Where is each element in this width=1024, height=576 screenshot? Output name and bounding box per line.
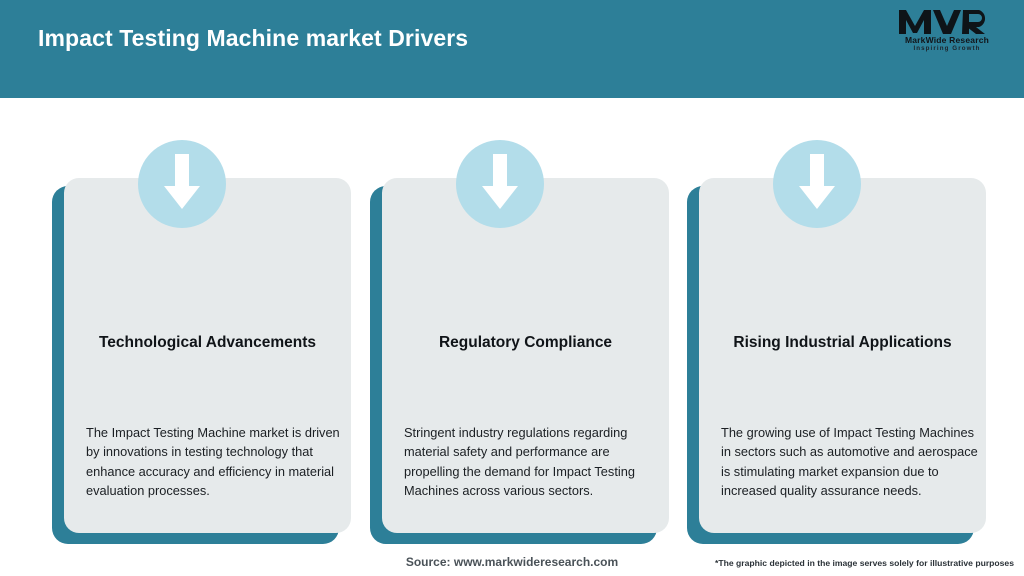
card-panel — [699, 178, 986, 533]
driver-card[interactable]: Technological Advancements The Impact Te… — [38, 98, 356, 548]
driver-card[interactable]: Rising Industrial Applications The growi… — [673, 98, 991, 548]
logo-mark-icon — [888, 9, 1006, 35]
arrow-down-icon — [773, 140, 861, 228]
header-band — [0, 0, 1024, 98]
card-panel — [64, 178, 351, 533]
page-title: Impact Testing Machine market Drivers — [38, 25, 469, 51]
card-body-text: The growing use of Impact Testing Machin… — [721, 425, 978, 498]
logo-company-name: MarkWide Research — [904, 35, 990, 45]
arrow-down-icon — [456, 140, 544, 228]
source-label: Source: www.markwideresearch.com — [405, 555, 619, 569]
card-title: Rising Industrial Applications — [733, 334, 952, 351]
card-body-text: The Impact Testing Machine market is dri… — [86, 425, 340, 498]
driver-card[interactable]: Regulatory Compliance Stringent industry… — [356, 98, 674, 548]
card-body-text: Stringent industry regulations regarding… — [404, 425, 635, 498]
logo-tagline: Inspiring Growth — [913, 45, 981, 52]
card-title: Regulatory Compliance — [438, 334, 613, 351]
disclaimer-label: *The graphic depicted in the image serve… — [715, 558, 1014, 568]
arrow-down-icon — [138, 140, 226, 228]
driver-cards-container: Technological Advancements The Impact Te… — [0, 98, 1024, 548]
card-title: Technological Advancements — [98, 334, 317, 351]
card-panel — [382, 178, 669, 533]
brand-logo: MarkWide Research Inspiring Growth — [888, 9, 1006, 57]
